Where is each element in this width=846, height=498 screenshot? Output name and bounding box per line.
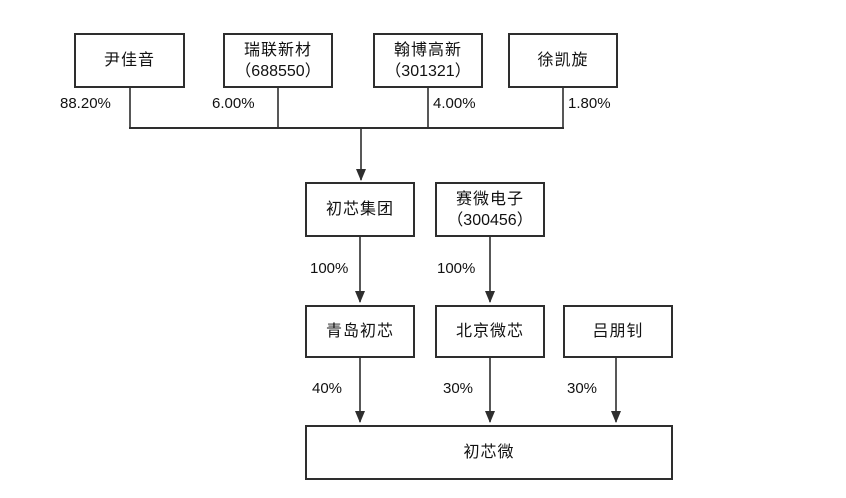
ownership-label-hanbo: 4.00% [433, 95, 476, 112]
node-label: 初芯集团 [325, 201, 394, 218]
ownership-label-group: 100% [310, 260, 349, 277]
node-label: 青岛初芯 [325, 323, 394, 340]
ownership-label-saiwei: 100% [437, 260, 476, 277]
ownership-label-xu: 1.80% [568, 95, 611, 112]
node-label: 尹佳音 [103, 52, 155, 69]
node-qingdao-chuxin: 青岛初芯 [305, 305, 415, 358]
ownership-label-yin: 88.20% [60, 95, 111, 112]
node-label: 瑞联新材 [243, 41, 312, 59]
node-label: 翰博高新 [393, 41, 462, 59]
node-label: 初芯微 [463, 444, 515, 461]
ownership-label-qingdao: 40% [312, 380, 343, 397]
node-yin-jia-yin: 尹佳音 [74, 33, 185, 88]
node-saiwei-dianzi: 赛微电子 （300456） [435, 182, 545, 237]
node-lv-peng-zhao: 吕朋钊 [563, 305, 673, 358]
node-stock-code: （688550） [235, 62, 321, 80]
node-xu-kai-xuan: 徐凯旋 [508, 33, 618, 88]
node-beijing-weixin: 北京微芯 [435, 305, 545, 358]
node-label: 徐凯旋 [537, 52, 589, 69]
node-hanbo-gaoxin: 翰博高新 （301321） [373, 33, 483, 88]
ownership-label-beijing: 30% [443, 380, 474, 397]
ownership-label-ruilian: 6.00% [212, 95, 255, 112]
top-drop-lines [129, 88, 564, 128]
node-stock-code: （300456） [447, 211, 533, 229]
ownership-label-lv: 30% [567, 380, 598, 397]
node-chuxinwei: 初芯微 [305, 425, 673, 480]
node-ruilian-xincai: 瑞联新材 （688550） [223, 33, 333, 88]
node-chuxin-group: 初芯集团 [305, 182, 415, 237]
node-stock-code: （301321） [385, 62, 471, 80]
node-label: 赛微电子 [455, 190, 524, 208]
node-label: 北京微芯 [455, 323, 524, 340]
node-label: 吕朋钊 [592, 323, 644, 340]
